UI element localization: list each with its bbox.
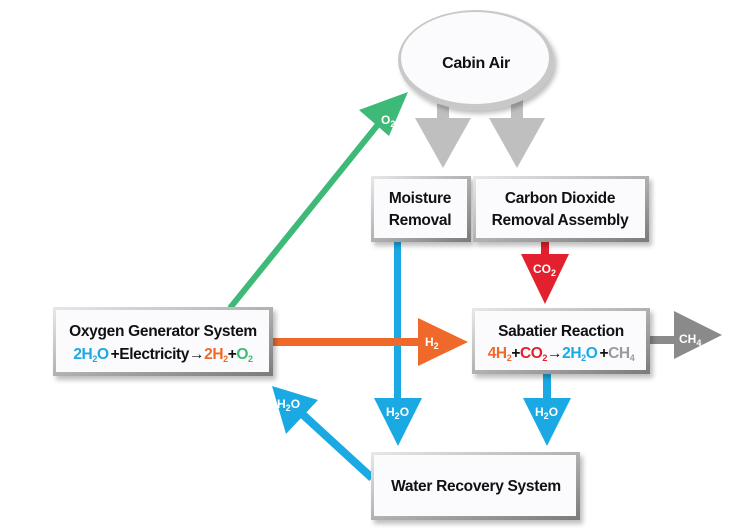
- ch4-flow-label: CH4: [679, 332, 701, 348]
- cabin-air-node: [398, 10, 554, 110]
- h2o-recycle-label: H2O: [277, 397, 300, 413]
- h2o-moisture-label: H2O: [386, 405, 409, 421]
- moisture-removal-line2: Removal: [389, 212, 452, 229]
- moisture-removal-line1: Moisture: [389, 190, 452, 207]
- sabatier-title: Sabatier Reaction: [498, 323, 624, 340]
- co2-removal-line1: Carbon Dioxide: [505, 190, 616, 207]
- h2-flow-arrow: H2: [270, 318, 468, 366]
- water-recovery-node: [371, 452, 580, 520]
- oxygen-generator-equation: 2H2O+Electricity→2H2+O2: [73, 346, 253, 364]
- o2-flow-label: O2: [381, 113, 395, 129]
- sabatier-equation: 4H2+CO2→2H2O+CH4: [488, 345, 635, 363]
- cabin-air-label: Cabin Air: [442, 55, 510, 72]
- h2o-sabatier-label: H2O: [535, 405, 558, 421]
- co2-flow-label: CO2: [533, 262, 556, 278]
- h2-flow-label: H2: [425, 335, 439, 351]
- water-recycle-arrow: H2O: [272, 386, 375, 481]
- co2-flow-arrow: CO2: [521, 238, 569, 304]
- co2-removal-line2: Removal Assembly: [492, 212, 629, 229]
- cabin-air-to-co2-arrow: [489, 96, 545, 168]
- moisture-removal-node: [371, 176, 471, 242]
- o2-flow-arrow: O2: [227, 92, 408, 310]
- oxygen-generator-title: Oxygen Generator System: [69, 323, 257, 340]
- ch4-flow-arrow: CH4: [648, 311, 722, 359]
- co2-removal-node: [473, 176, 649, 242]
- moisture-to-water-arrow: H2O: [374, 240, 422, 446]
- water-recovery-label: Water Recovery System: [391, 478, 561, 495]
- sabatier-node: [472, 308, 650, 374]
- oxygen-generator-node: [53, 307, 273, 376]
- sabatier-to-water-arrow: H2O: [523, 372, 571, 446]
